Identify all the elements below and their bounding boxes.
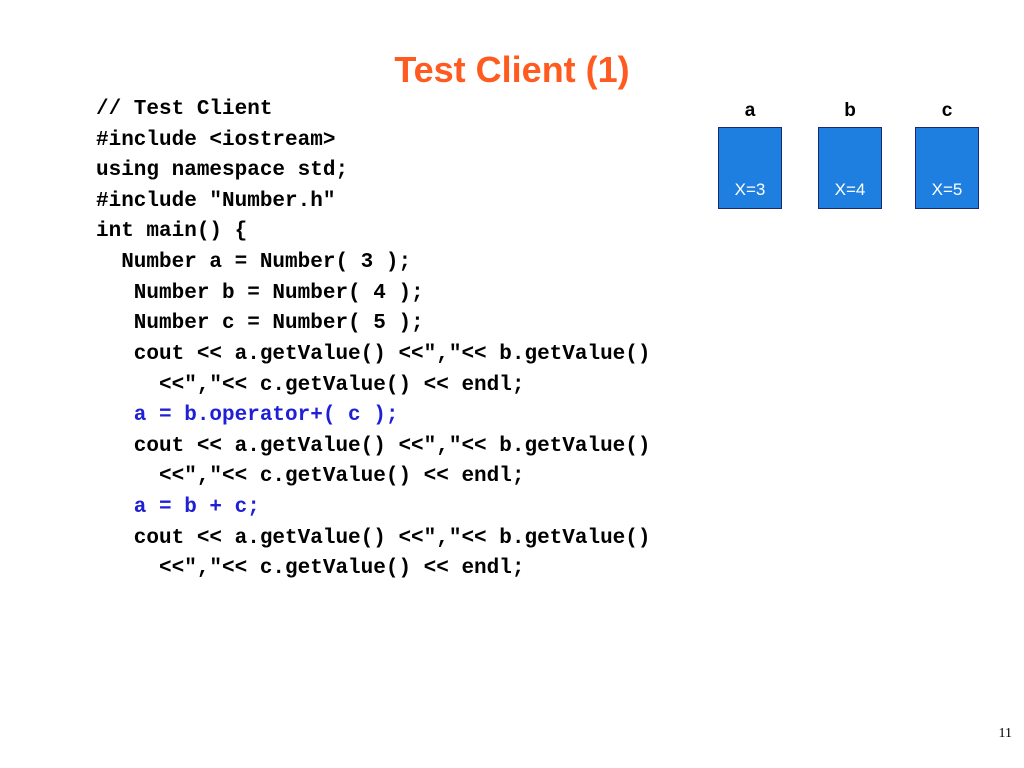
variable-name: b: [844, 100, 856, 121]
code-line: <<","<< c.getValue() << endl;: [96, 557, 525, 580]
code-line: int main() {: [96, 220, 248, 243]
code-line: cout << a.getValue() <<","<< b.getValue(…: [96, 527, 651, 550]
code-line: cout << a.getValue() <<","<< b.getValue(…: [96, 343, 651, 366]
variable-value: X=4: [834, 180, 866, 199]
code-line: #include <iostream>: [96, 129, 336, 152]
code-line: Number a = Number( 3 );: [96, 251, 412, 274]
code-line: <<","<< c.getValue() << endl;: [96, 374, 525, 397]
variable-value: X=5: [931, 180, 963, 199]
code-line: Number c = Number( 5 );: [96, 312, 424, 335]
variable-value: X=3: [734, 180, 766, 199]
variable-name: c: [941, 100, 953, 121]
variable-c: c X=5: [915, 98, 979, 209]
code-line: using namespace std;: [96, 159, 349, 182]
code-line: cout << a.getValue() <<","<< b.getValue(…: [96, 435, 651, 458]
variable-box: X=3: [718, 127, 782, 209]
variable-box: X=5: [915, 127, 979, 209]
variable-name: a: [744, 100, 756, 121]
slide-title: Test Client (1): [394, 49, 630, 90]
code-line-highlighted: a = b.operator+( c );: [96, 404, 399, 427]
code-line-highlighted: a = b + c;: [96, 496, 260, 519]
code-line: <<","<< c.getValue() << endl;: [96, 465, 525, 488]
code-line: #include "Number.h": [96, 190, 336, 213]
variable-box: X=4: [818, 127, 882, 209]
code-line: // Test Client: [96, 98, 273, 121]
variable-a: a X=3: [718, 98, 782, 209]
code-line: Number b = Number( 4 );: [96, 282, 424, 305]
variable-b: b X=4: [818, 98, 882, 209]
page-number: 11: [998, 726, 1012, 741]
